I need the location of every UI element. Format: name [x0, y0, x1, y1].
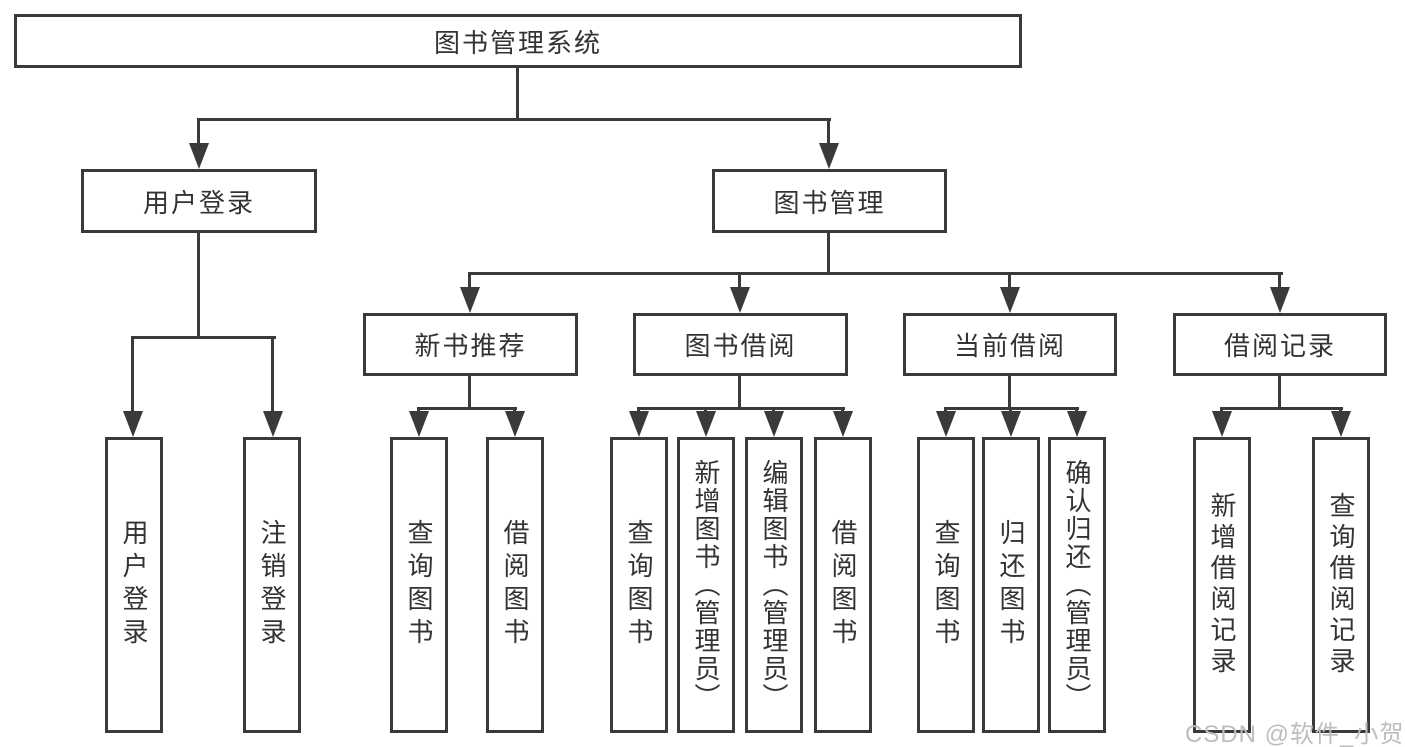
arrow-down-icon — [833, 411, 853, 437]
connector-shaft — [271, 336, 274, 414]
leaf-label: 编辑图书（管理员） — [759, 459, 789, 711]
connector-shaft — [772, 407, 775, 414]
csdn-watermark: CSDN @软件_小贺同学 — [1185, 721, 1405, 747]
leaf-query-book-borrow: 查询图书 — [610, 437, 668, 733]
arrow-down-icon — [1212, 411, 1232, 437]
connector-shaft — [1339, 407, 1342, 414]
arrow-down-icon — [1270, 287, 1290, 313]
connector-shaft — [738, 272, 741, 290]
connector-shaft — [944, 407, 947, 414]
leaf-label: 查询借阅记录 — [1326, 492, 1356, 678]
node-current-borrow: 当前借阅 — [903, 313, 1117, 376]
node-new-book-recommend: 新书推荐 — [363, 313, 578, 376]
connector-group4-vline — [1278, 375, 1281, 409]
arrow-down-icon — [505, 411, 525, 437]
connector-group3-vline — [1008, 375, 1011, 409]
connector-userlogin-hline — [131, 336, 276, 339]
node-borrow-record-label: 借阅记录 — [1223, 331, 1336, 361]
node-book-management-label: 图书管理 — [773, 187, 886, 218]
leaf-edit-book-admin: 编辑图书（管理员） — [745, 437, 803, 733]
leaf-label: 借阅图书 — [500, 519, 530, 651]
node-user-login-label: 用户登录 — [142, 187, 255, 218]
connector-shaft — [468, 272, 471, 290]
connector-group1-hline — [417, 407, 517, 410]
leaf-add-borrow-record: 新增借阅记录 — [1193, 437, 1251, 733]
connector-group1-vline — [468, 375, 471, 409]
arrow-down-icon — [764, 411, 784, 437]
connector-shaft — [131, 336, 134, 414]
connector-shaft — [513, 407, 516, 414]
arrow-down-icon — [1001, 411, 1021, 437]
leaf-confirm-return-admin: 确认归还（管理员） — [1048, 437, 1106, 733]
leaf-label: 新增图书（管理员） — [691, 459, 721, 711]
arrow-down-icon — [123, 411, 143, 437]
arrow-down-icon — [460, 287, 480, 313]
leaf-return-book: 归还图书 — [982, 437, 1040, 733]
connector-shaft — [704, 407, 707, 414]
leaf-label: 新增借阅记录 — [1207, 492, 1237, 678]
node-root-label: 图书管理系统 — [433, 27, 602, 58]
connector-shaft — [1278, 272, 1281, 290]
leaf-query-borrow-record: 查询借阅记录 — [1312, 437, 1370, 733]
leaf-label: 确认归还（管理员） — [1062, 459, 1092, 711]
leaf-label: 借阅图书 — [828, 519, 858, 651]
node-book-management: 图书管理 — [712, 169, 947, 233]
leaf-label: 查询图书 — [624, 519, 654, 651]
connector-group2-hline — [637, 407, 845, 410]
node-user-login: 用户登录 — [81, 169, 317, 233]
leaf-label: 查询图书 — [931, 519, 961, 651]
node-book-borrow: 图书借阅 — [633, 313, 848, 376]
node-book-borrow-label: 图书借阅 — [684, 331, 797, 361]
arrow-down-icon — [1331, 411, 1351, 437]
connector-root-vline — [516, 66, 519, 121]
leaf-query-book-recommend: 查询图书 — [390, 437, 448, 733]
connector-bookmgmt-shaft — [827, 118, 830, 148]
connector-group2-vline — [738, 375, 741, 409]
leaf-borrow-book: 借阅图书 — [814, 437, 872, 733]
arrow-down-icon — [409, 411, 429, 437]
arrow-down-icon — [189, 143, 209, 169]
arrow-down-icon — [629, 411, 649, 437]
leaf-label: 注销登录 — [257, 519, 287, 651]
connector-userlogin-shaft — [197, 118, 200, 148]
leaf-label: 查询图书 — [404, 519, 434, 651]
arrow-down-icon — [819, 143, 839, 169]
leaf-user-login: 用户登录 — [105, 437, 163, 733]
leaf-label: 归还图书 — [996, 519, 1026, 651]
connector-bookmgmt-vline — [827, 232, 830, 275]
leaf-add-book-admin: 新增图书（管理员） — [677, 437, 735, 733]
connector-group4-hline — [1220, 407, 1343, 410]
leaf-logout: 注销登录 — [243, 437, 301, 733]
connector-shaft — [1075, 407, 1078, 414]
connector-shaft — [637, 407, 640, 414]
arrow-down-icon — [1000, 287, 1020, 313]
leaf-borrow-book-recommend: 借阅图书 — [486, 437, 544, 733]
node-root: 图书管理系统 — [14, 14, 1022, 68]
arrow-down-icon — [936, 411, 956, 437]
connector-shaft — [417, 407, 420, 414]
connector-shaft — [1008, 272, 1011, 290]
connector-userlogin-vline — [197, 232, 200, 336]
connector-shaft — [841, 407, 844, 414]
connector-root-hline — [197, 118, 831, 121]
arrow-down-icon — [696, 411, 716, 437]
arrow-down-icon — [1067, 411, 1087, 437]
node-current-borrow-label: 当前借阅 — [953, 331, 1066, 361]
arrow-down-icon — [263, 411, 283, 437]
connector-shaft — [1009, 407, 1012, 414]
connector-bookmgmt-hline — [468, 272, 1283, 275]
connector-shaft — [1220, 407, 1223, 414]
leaf-query-book-current: 查询图书 — [917, 437, 975, 733]
node-new-book-recommend-label: 新书推荐 — [414, 331, 527, 361]
arrow-down-icon — [730, 287, 750, 313]
leaf-label: 用户登录 — [119, 519, 149, 651]
node-borrow-record: 借阅记录 — [1173, 313, 1387, 376]
